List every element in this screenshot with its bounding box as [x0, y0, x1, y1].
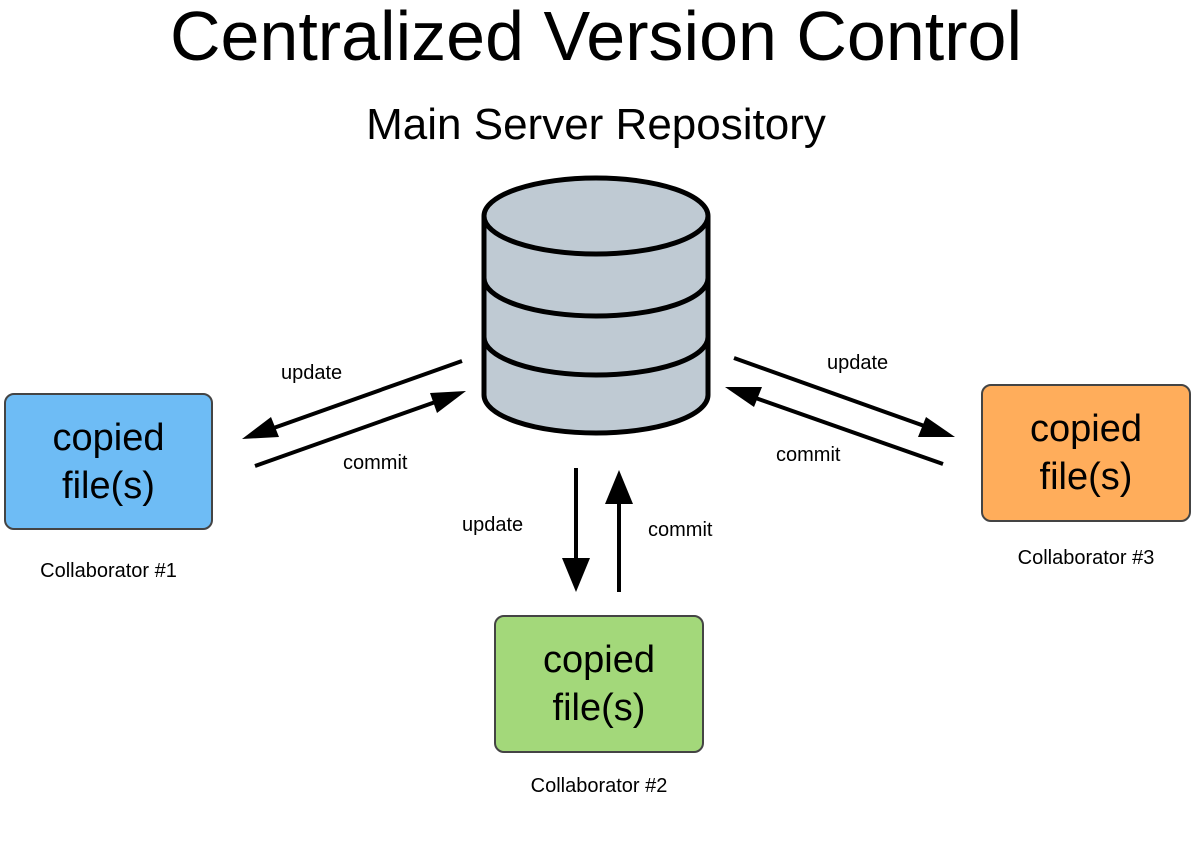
- update-arrow-3: [733, 356, 955, 437]
- commit-arrow-3: [725, 387, 944, 466]
- commit-label-3: commit: [776, 444, 841, 466]
- collaborator-1-caption: Collaborator #1: [40, 560, 177, 582]
- update-label-3: update: [827, 352, 889, 374]
- update-arrow-1: [242, 359, 463, 439]
- update-label-2: update: [462, 514, 524, 536]
- database-body: [481, 216, 711, 436]
- commit-arrow-2: [605, 470, 633, 592]
- collaborator-3-caption: Collaborator #3: [1017, 547, 1155, 569]
- collaborator-2-files-box: copied file(s): [494, 615, 704, 753]
- box-3-line-2: file(s): [1039, 456, 1133, 498]
- diagram-title: Centralized Version Control: [169, 0, 1023, 75]
- collaborator-1-files-box: copied file(s): [4, 393, 213, 530]
- database-top: [481, 175, 711, 257]
- box-2-line-1: copied: [543, 639, 655, 681]
- server-label: Main Server Repository: [366, 100, 826, 149]
- box-3-line-1: copied: [1030, 408, 1142, 450]
- commit-arrow-1: [254, 391, 466, 468]
- database-icon: [481, 175, 711, 436]
- database-divider-2: [481, 336, 711, 378]
- update-label-1: update: [281, 362, 343, 384]
- box-1-line-2: file(s): [62, 464, 155, 507]
- database-divider-1: [481, 277, 711, 319]
- box-2-line-2: file(s): [552, 687, 646, 729]
- commit-label-1: commit: [343, 452, 408, 474]
- commit-label-2: commit: [648, 519, 713, 541]
- box-1-line-1: copied: [52, 416, 165, 459]
- collaborator-3-files-box: copied file(s): [981, 384, 1191, 522]
- collaborator-2-caption: Collaborator #2: [530, 775, 668, 797]
- update-arrow-2: [562, 468, 590, 592]
